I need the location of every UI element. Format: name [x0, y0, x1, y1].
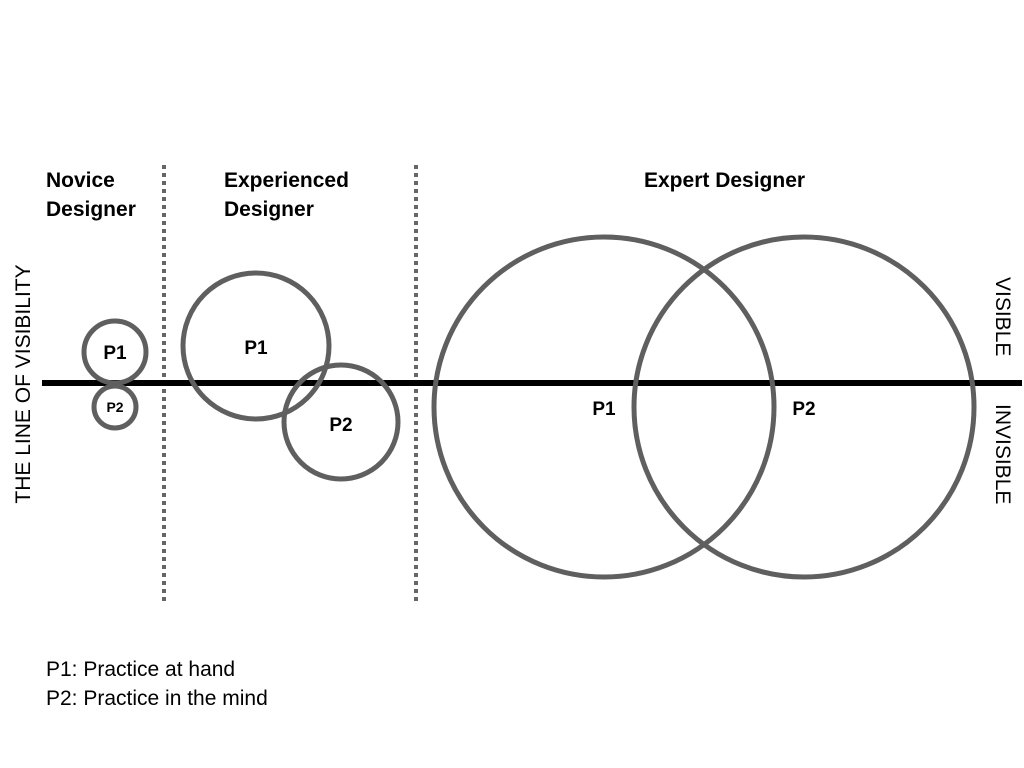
- experienced-heading-line2: Designer: [224, 198, 314, 221]
- legend-p2: P2: Practice in the mind: [46, 687, 268, 710]
- novice-p1-label: P1: [103, 343, 127, 364]
- experienced-p2-label: P2: [329, 415, 352, 436]
- experienced-p2-circle: [281, 362, 401, 482]
- expert-p2-label: P2: [792, 399, 815, 420]
- expert-p2-circle: [631, 234, 977, 580]
- experienced-p1-circle: [180, 270, 332, 422]
- visible-label: VISIBLE: [991, 277, 1014, 356]
- novice-heading-line1: Novice: [46, 169, 115, 192]
- novice-heading-line2: Designer: [46, 198, 136, 221]
- experienced-heading-line1: Experienced: [224, 169, 349, 192]
- novice-p1-circle: [81, 318, 149, 386]
- invisible-label: INVISIBLE: [991, 404, 1014, 504]
- expert-p1-circle: [431, 234, 777, 580]
- novice-p2-label: P2: [106, 399, 123, 415]
- expert-p1-label: P1: [592, 399, 616, 420]
- legend-p1: P1: Practice at hand: [46, 658, 235, 681]
- novice-p2-circle: [91, 383, 139, 431]
- line-of-visibility-label: THE LINE OF VISIBILITY: [12, 264, 35, 503]
- experienced-p1-label: P1: [244, 338, 268, 359]
- expert-heading: Expert Designer: [644, 169, 805, 192]
